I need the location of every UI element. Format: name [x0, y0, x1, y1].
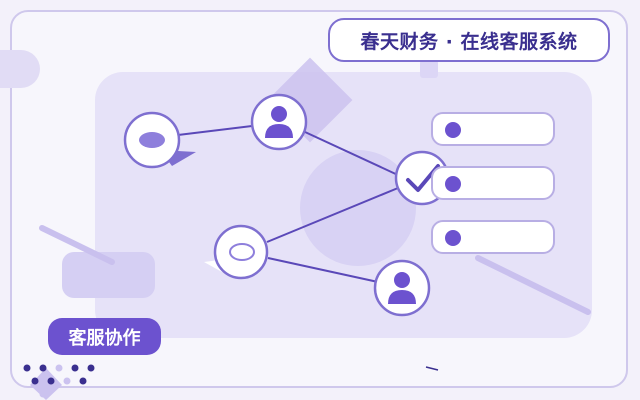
list-item-card [431, 166, 555, 200]
list-item-card [431, 112, 555, 146]
list-item-dot-icon [445, 230, 461, 246]
chat-bubble-icon [204, 224, 269, 280]
user-icon [373, 259, 431, 317]
left-side-tab [0, 50, 40, 88]
chat-bubble-icon [123, 111, 196, 169]
user-icon [250, 93, 308, 151]
connector-line [267, 257, 379, 283]
connector-line [266, 187, 399, 243]
background-decorations [39, 57, 591, 371]
connection-lines [177, 125, 401, 283]
list-item-card [431, 220, 555, 254]
list-item-dot-icon [445, 176, 461, 192]
connector-line [304, 131, 401, 177]
connector-line [177, 125, 253, 136]
list-item-dot-icon [445, 122, 461, 138]
dot-pattern [23, 364, 95, 400]
collaboration-badge: 客服协作 [48, 318, 161, 355]
page-title: 春天财务 · 在线客服系统 [328, 18, 610, 62]
